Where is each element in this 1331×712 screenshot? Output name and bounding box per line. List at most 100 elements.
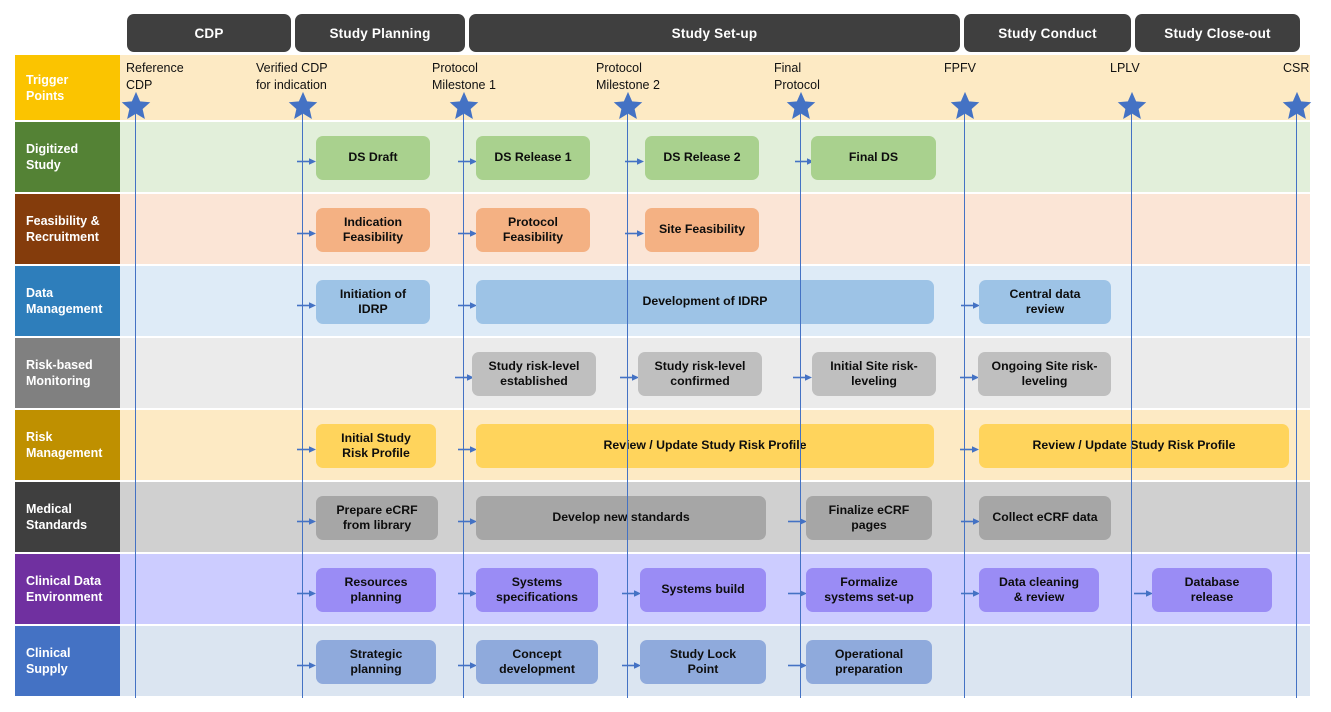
task-box-study-risk-level-confirmed[interactable]: Study risk-level confirmed [638, 352, 762, 396]
task-box-ds-release-2[interactable]: DS Release 2 [645, 136, 759, 180]
lane-label-line: Study [26, 158, 61, 172]
task-box-review-update-study-risk-profile[interactable]: Review / Update Study Risk Profile [979, 424, 1289, 468]
task-box-indication-feasibility[interactable]: Indication Feasibility [316, 208, 430, 252]
task-box-development-of-idrp[interactable]: Development of IDRP [476, 280, 934, 324]
flow-arrow-icon [297, 513, 317, 525]
milestone-vertical-line [1131, 106, 1133, 698]
flow-arrow-icon [455, 369, 475, 381]
trigger-point-label-final-protocol: Final Protocol [774, 61, 820, 92]
task-box-protocol-feasibility[interactable]: Protocol Feasibility [476, 208, 590, 252]
flow-arrow-icon [961, 585, 981, 597]
flow-arrow-icon [297, 657, 317, 669]
milestone-star-icon [950, 91, 980, 120]
task-box-concept-development[interactable]: Concept development [476, 640, 598, 684]
task-box-review-update-study-risk-profile[interactable]: Review / Update Study Risk Profile [476, 424, 934, 468]
task-box-strategic-planning[interactable]: Strategic planning [316, 640, 436, 684]
trigger-point-label-protocol-milestone-2: Protocol Milestone 2 [596, 61, 660, 92]
task-box-prepare-ecrf-from-library[interactable]: Prepare eCRF from library [316, 496, 438, 540]
trigger-points-label-line: Points [26, 88, 65, 103]
flow-arrow-icon [297, 153, 317, 165]
lane-label-line: Management [26, 302, 103, 316]
flow-arrow-icon [961, 297, 981, 309]
flow-arrow-icon [960, 441, 980, 453]
task-box-operational-preparation[interactable]: Operational preparation [806, 640, 932, 684]
milestone-vertical-line [964, 106, 966, 698]
trigger-point-label-reference-cdp: Reference CDP [126, 61, 184, 92]
task-box-ds-draft[interactable]: DS Draft [316, 136, 430, 180]
task-box-final-ds[interactable]: Final DS [811, 136, 936, 180]
task-box-develop-new-standards[interactable]: Develop new standards [476, 496, 766, 540]
flow-arrow-icon [795, 153, 815, 165]
lane-label-line: Standards [26, 518, 88, 532]
task-box-initial-site-risk-leveling[interactable]: Initial Site risk- leveling [812, 352, 936, 396]
phase-tab-study-planning[interactable]: Study Planning [295, 14, 465, 52]
lane-label-line: Supply [26, 662, 68, 676]
lane-label-feasibility-recruitment: Feasibility & Recruitment [15, 194, 120, 264]
flow-arrow-icon [620, 369, 640, 381]
task-box-database-release[interactable]: Database release [1152, 568, 1272, 612]
flow-arrow-icon [1134, 585, 1154, 597]
milestone-star-icon [786, 91, 816, 120]
phase-tab-study-set-up[interactable]: Study Set-up [469, 14, 960, 52]
task-box-resources-planning[interactable]: Resources planning [316, 568, 436, 612]
flow-arrow-icon [297, 585, 317, 597]
lane-label-line: Risk [26, 430, 53, 444]
milestone-star-icon [288, 91, 318, 120]
milestone-star-icon [613, 91, 643, 120]
trigger-point-label-verified-cdp-for-indication: Verified CDP for indication [256, 61, 328, 92]
task-box-systems-build[interactable]: Systems build [640, 568, 766, 612]
task-box-initiation-of-idrp[interactable]: Initiation of IDRP [316, 280, 430, 324]
lane-label-line: Data [26, 286, 54, 300]
lane-label-line: Recruitment [26, 230, 99, 244]
task-box-data-cleaning-review[interactable]: Data cleaning & review [979, 568, 1099, 612]
task-box-central-data-review[interactable]: Central data review [979, 280, 1111, 324]
task-box-formalize-systems-set-up[interactable]: Formalize systems set-up [806, 568, 932, 612]
milestone-star-icon [1117, 91, 1147, 120]
flow-arrow-icon [297, 441, 317, 453]
flow-arrow-icon [458, 441, 478, 453]
milestone-star-icon [121, 91, 151, 120]
trigger-points-band [120, 55, 1310, 120]
lane-label-line: Digitized [26, 142, 79, 156]
flow-arrow-icon [788, 585, 808, 597]
task-box-collect-ecrf-data[interactable]: Collect eCRF data [979, 496, 1111, 540]
task-box-ds-release-1[interactable]: DS Release 1 [476, 136, 590, 180]
lane-label-line: Management [26, 446, 103, 460]
milestone-star-icon [449, 91, 479, 120]
lane-label-line: Clinical Data [26, 574, 102, 588]
flow-arrow-icon [458, 153, 478, 165]
trigger-points-label-line: Trigger [26, 72, 69, 87]
task-box-initial-study-risk-profile[interactable]: Initial Study Risk Profile [316, 424, 436, 468]
task-box-study-risk-level-established[interactable]: Study risk-level established [472, 352, 596, 396]
trigger-point-label-csr: CSR [1283, 61, 1310, 75]
lane-label-line: Monitoring [26, 374, 91, 388]
lane-label-line: Risk-based [26, 358, 93, 372]
task-box-site-feasibility[interactable]: Site Feasibility [645, 208, 759, 252]
flow-arrow-icon [297, 297, 317, 309]
flow-arrow-icon [622, 585, 642, 597]
task-box-ongoing-site-risk-leveling[interactable]: Ongoing Site risk- leveling [978, 352, 1111, 396]
flow-arrow-icon [458, 657, 478, 669]
task-box-study-lock-point[interactable]: Study Lock Point [640, 640, 766, 684]
trigger-point-label-fpfv: FPFV [944, 61, 976, 75]
flow-arrow-icon [622, 657, 642, 669]
phase-tab-study-close-out[interactable]: Study Close-out [1135, 14, 1300, 52]
trigger-point-label-lplv: LPLV [1110, 61, 1140, 75]
milestone-vertical-line [800, 106, 802, 698]
phase-tab-study-conduct[interactable]: Study Conduct [964, 14, 1131, 52]
flow-arrow-icon [960, 369, 980, 381]
task-box-systems-specifications[interactable]: Systems specifications [476, 568, 598, 612]
task-box-finalize-ecrf-pages[interactable]: Finalize eCRF pages [806, 496, 932, 540]
lane-label-line: Feasibility & [26, 214, 100, 228]
lane-label-line: Environment [26, 590, 103, 604]
trigger-point-label-protocol-milestone-1: Protocol Milestone 1 [432, 61, 496, 92]
phase-tab-cdp[interactable]: CDP [127, 14, 291, 52]
